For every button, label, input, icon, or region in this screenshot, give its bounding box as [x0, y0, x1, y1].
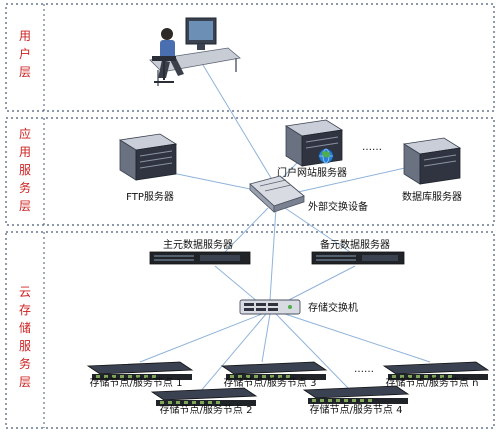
- link-storage-to-node1: [139, 313, 263, 363]
- storage-node-1-icon: [86, 361, 194, 380]
- cloud-layer-label: 云 存 储 服 务 层: [19, 285, 31, 389]
- link-switch-to-storage: [269, 207, 277, 301]
- backup-metadata-server-icon: [311, 251, 405, 265]
- storage-node-n-icon: [382, 361, 490, 380]
- user-workstation-icon: [149, 17, 241, 86]
- link-user-to-switch: [199, 59, 278, 189]
- cloud-layer-char: 储: [19, 320, 31, 335]
- application-layer-char: 服: [19, 163, 31, 177]
- user-layer-label: 用 户 层: [19, 29, 31, 79]
- backup-metadata-label: 备元数据服务器: [320, 238, 390, 251]
- portal-server-icon: [284, 119, 344, 167]
- storage-node-2-label: 存储节点/服务节点 2: [160, 403, 253, 416]
- application-layer-label: 应 用 服 务 层: [19, 126, 31, 213]
- cloud-layer-char: 层: [19, 375, 31, 389]
- storage-switch-label: 存储交换机: [308, 301, 358, 314]
- network-switch-icon: [249, 175, 305, 213]
- storage-node-4-label: 存储节点/服务节点 4: [310, 403, 403, 416]
- globe-icon: [318, 148, 334, 164]
- link-backup-to-storage: [284, 265, 356, 303]
- layer-boxes: [5, 3, 495, 429]
- storage-switch-icon: [239, 299, 301, 315]
- link-switch-to-primary: [224, 207, 269, 253]
- storage-node-2-icon: [150, 387, 258, 406]
- link-storage-to-node3: [261, 313, 271, 363]
- storage-node-n-label: 存储节点/服务节点 n: [386, 376, 479, 389]
- application-layer-char: 用: [19, 145, 31, 159]
- link-storage-to-node4: [275, 313, 351, 391]
- cloud-layer-box: [5, 231, 495, 429]
- link-db-to-switch: [297, 164, 419, 193]
- ftp-server-label: FTP服务器: [126, 190, 174, 203]
- application-ellipsis: ……: [362, 142, 382, 153]
- storage-node-4-icon: [302, 385, 410, 404]
- storage-node-3-icon: [220, 361, 328, 380]
- application-layer-char: 层: [19, 199, 31, 213]
- storage-node-3-label: 存储节点/服务节点 3: [224, 376, 317, 389]
- storage-node-1-label: 存储节点/服务节点 1: [90, 376, 183, 389]
- link-primary-to-storage: [214, 265, 259, 303]
- database-server-icon: [402, 137, 462, 185]
- external-switch-label: 外部交换设备: [308, 200, 368, 213]
- cloud-layer-char: 存: [19, 303, 31, 317]
- application-layer-char: 务: [19, 180, 31, 195]
- user-layer-char: 用: [19, 29, 31, 43]
- application-layer-char: 应: [19, 126, 31, 141]
- ftp-server-icon: [118, 133, 178, 181]
- user-layer-box: [5, 3, 495, 112]
- cloud-layer-char: 务: [19, 356, 31, 371]
- link-storage-to-noden: [284, 313, 431, 363]
- primary-metadata-label: 主元数据服务器: [163, 238, 233, 251]
- storage-nodes-ellipsis: ……: [354, 364, 374, 375]
- application-layer-box: [5, 117, 495, 226]
- link-storage-to-node2: [199, 313, 267, 393]
- connection-lines: [139, 59, 431, 393]
- link-switch-to-backup: [284, 207, 351, 253]
- portal-server-label: 门户网站服务器: [277, 166, 347, 179]
- primary-metadata-server-icon: [149, 251, 251, 265]
- database-server-label: 数据库服务器: [402, 190, 462, 203]
- cloud-layer-char: 云: [19, 285, 31, 299]
- user-layer-char: 层: [19, 65, 31, 79]
- cloud-layer-char: 服: [19, 339, 31, 353]
- user-layer-char: 户: [19, 46, 31, 61]
